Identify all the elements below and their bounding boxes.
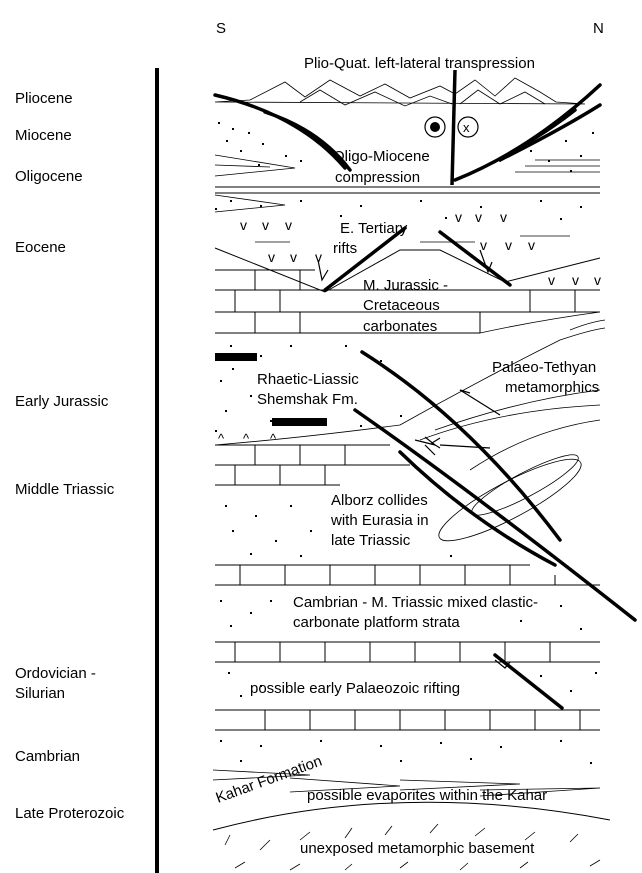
- label-plio-quat: Plio-Quat. left-lateral transpression: [304, 55, 535, 72]
- jurassic-top-curve: [480, 312, 600, 333]
- label-palaeo-tethyan-2: metamorphics: [505, 379, 599, 396]
- palaeozoic-rift-fault: [495, 655, 562, 708]
- label-cambrian-mixed-2: carbonate platform strata: [293, 614, 460, 631]
- age-early-jurassic: Early Jurassic: [15, 393, 109, 410]
- label-alborz-1: Alborz collides: [331, 492, 428, 509]
- svg-text:v: v: [548, 272, 555, 288]
- ordovician-bricks-upper: [215, 642, 600, 662]
- label-palaeo-tethyan-1: Palaeo-Tethyan: [492, 359, 596, 376]
- ordovician-bricks-lower: [215, 710, 600, 730]
- basement-contact: [213, 802, 610, 830]
- svg-text:^: ^: [218, 431, 225, 446]
- svg-text:v: v: [480, 237, 487, 253]
- age-cambrian: Cambrian: [15, 748, 80, 765]
- age-oligocene: Oligocene: [15, 168, 83, 185]
- svg-text:v: v: [285, 217, 292, 233]
- label-rifting: possible early Palaeozoic rifting: [250, 680, 460, 697]
- label-alborz-3: late Triassic: [331, 532, 411, 549]
- svg-text:v: v: [572, 272, 579, 288]
- rift-dashes: [255, 236, 570, 242]
- into-page-x: x: [463, 120, 470, 135]
- coal-bar-2: [272, 418, 327, 426]
- out-of-page-symbol: [425, 117, 445, 137]
- south-label: S: [216, 20, 226, 37]
- cambrian-dots: [220, 740, 592, 764]
- platform-carbonate-bricks: [215, 565, 600, 585]
- coal-bar-1: [215, 353, 257, 361]
- svg-text:v: v: [500, 209, 507, 225]
- triassic-carbonate-bricks: [215, 445, 410, 485]
- svg-text:^: ^: [243, 431, 250, 446]
- label-e-tertiary-1: E. Tertiary: [340, 220, 408, 237]
- svg-text:v: v: [455, 209, 462, 225]
- svg-text:v: v: [528, 237, 535, 253]
- svg-text:v: v: [268, 249, 275, 265]
- into-page-symbol: x: [458, 117, 478, 137]
- label-evaporites: possible evaporites within the Kahar: [307, 787, 547, 804]
- limestone-wedge-2: [215, 195, 285, 212]
- evaporite-hatch: [515, 160, 600, 172]
- svg-text:v: v: [475, 209, 482, 225]
- limestone-wedge: [215, 155, 295, 176]
- label-alborz-2: with Eurasia in: [330, 512, 429, 529]
- label-m-jurassic-3: carbonates: [363, 318, 437, 335]
- age-silurian: Silurian: [15, 685, 65, 702]
- age-miocene: Miocene: [15, 127, 72, 144]
- age-eocene: Eocene: [15, 239, 66, 256]
- strike-slip-fault: [452, 70, 455, 185]
- label-oligo-miocene-2: compression: [335, 169, 420, 186]
- label-cambrian-mixed-1: Cambrian - M. Triassic mixed clastic-: [293, 594, 538, 611]
- label-rhaetic-2: Shemshak Fm.: [257, 391, 358, 408]
- age-late-proterozoic: Late Proterozoic: [15, 805, 125, 822]
- svg-text:^: ^: [270, 431, 277, 446]
- mountain-outline: [215, 78, 585, 106]
- svg-text:v: v: [594, 272, 601, 288]
- svg-text:v: v: [290, 249, 297, 265]
- label-m-jurassic-2: Cretaceous: [363, 297, 440, 314]
- svg-text:v: v: [262, 217, 269, 233]
- age-pliocene: Pliocene: [15, 90, 73, 107]
- label-e-tertiary-2: rifts: [333, 240, 357, 257]
- age-middle-triassic: Middle Triassic: [15, 481, 115, 498]
- svg-text:v: v: [240, 217, 247, 233]
- label-rhaetic-1: Rhaetic-Liassic: [257, 371, 359, 388]
- age-column: Pliocene Miocene Oligocene Eocene Early …: [15, 90, 125, 822]
- svg-text:v: v: [505, 237, 512, 253]
- north-label: N: [593, 20, 604, 37]
- label-oligo-miocene-1: Oligo-Miocene: [333, 148, 430, 165]
- age-ordovician: Ordovician -: [15, 665, 96, 682]
- label-basement: unexposed metamorphic basement: [300, 840, 535, 857]
- label-m-jurassic-1: M. Jurassic -: [363, 277, 448, 294]
